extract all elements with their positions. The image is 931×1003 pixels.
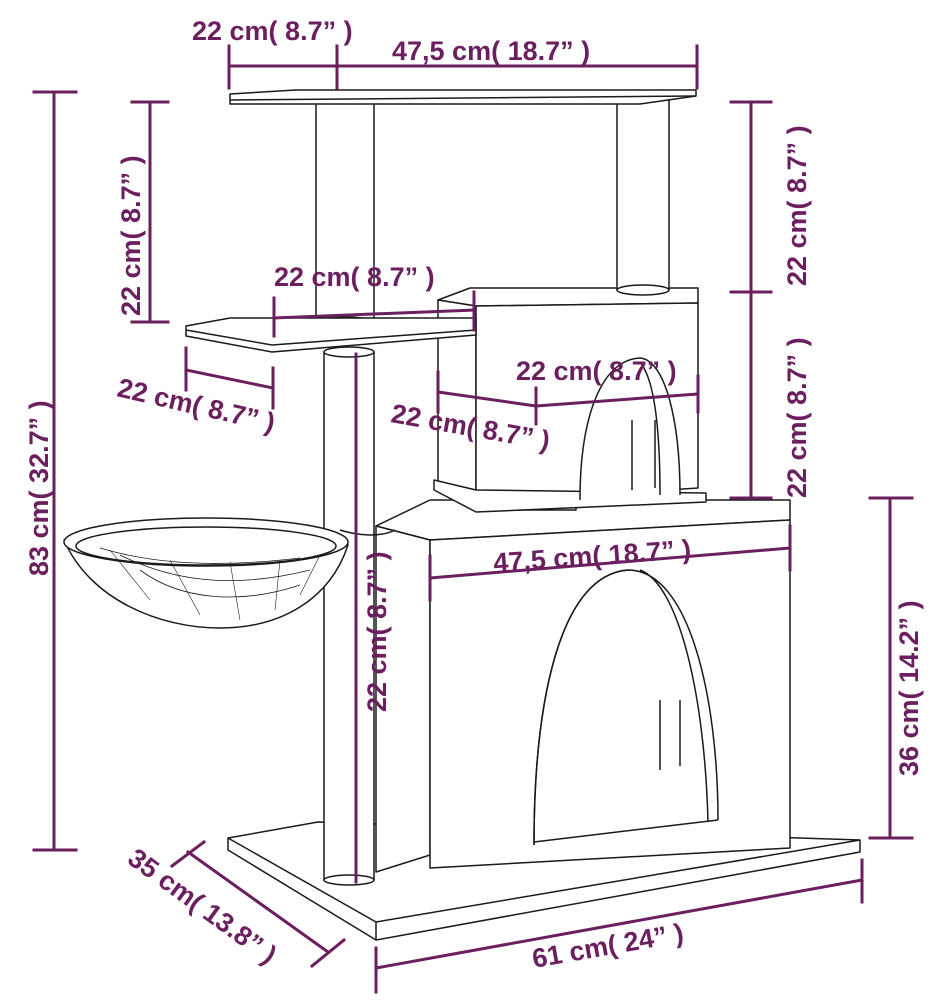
label-big-condo-height: 36 cm( 14.2” ) [894, 600, 924, 776]
dimension-lines [32, 44, 914, 994]
label-small-condo-width: 22 cm( 8.7” ) [516, 356, 677, 386]
small-condo-box [433, 287, 707, 513]
label-top-platform-depth: 22 cm( 8.7” ) [192, 16, 353, 46]
hammock-basket [63, 517, 396, 629]
label-top-platform-width: 47,5 cm( 18.7” ) [392, 36, 590, 66]
dim-line-small-condo-width [534, 392, 700, 408]
large-condo-box [375, 499, 791, 873]
right-post [616, 99, 670, 296]
label-side-platform-width: 22 cm( 8.7” ) [274, 262, 435, 292]
dim-line-big-condo-width [428, 546, 792, 580]
cat-tree [63, 89, 861, 941]
side-platform [185, 317, 477, 353]
label-right-upper-height: 22 cm( 8.7” ) [782, 125, 812, 286]
label-left-upper-height: 22 cm( 8.7” ) [116, 155, 146, 316]
label-middle-post-height: 22 cm( 8.7” ) [362, 551, 392, 712]
dim-line-side-platform-depth [184, 368, 275, 390]
upper-left-post [315, 99, 375, 328]
dim-line-base-depth [185, 849, 331, 955]
top-platform [229, 89, 697, 105]
label-total-height: 83 cm( 32.7” ) [24, 400, 54, 576]
dim-line-base-width [374, 878, 864, 970]
label-right-middle-height: 22 cm( 8.7” ) [782, 337, 812, 498]
lower-left-post [323, 346, 375, 886]
dim-line-side-platform-width [272, 308, 476, 320]
dim-line-small-condo-depth [436, 390, 538, 408]
